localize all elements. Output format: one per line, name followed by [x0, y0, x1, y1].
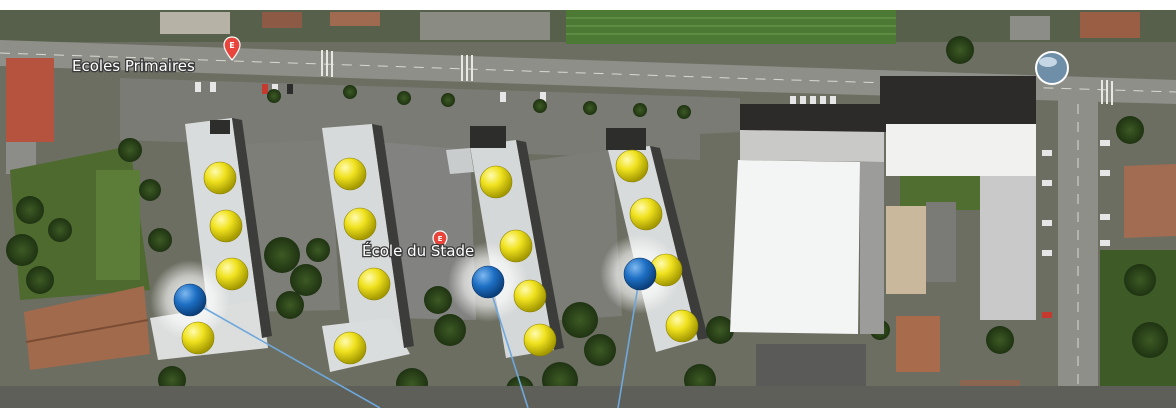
crosswalk	[321, 50, 1113, 105]
yellow-marker[interactable]	[343, 207, 377, 241]
map-pin-icon	[432, 230, 448, 251]
connector-lines	[189, 273, 641, 408]
roof-chimney	[606, 128, 646, 150]
pin-glyph: E	[229, 41, 234, 50]
connector-line	[617, 273, 641, 408]
right-building-roof	[980, 176, 1036, 320]
field-stripes	[566, 17, 896, 35]
blue-marker[interactable]	[471, 265, 505, 299]
map-pin-icon	[223, 36, 241, 61]
yellow-marker[interactable]	[615, 149, 649, 183]
house-roof	[24, 286, 150, 370]
north-house	[262, 12, 302, 28]
north-house	[1010, 16, 1050, 40]
street-view-globe-shine	[1039, 57, 1057, 67]
top-border	[0, 0, 1176, 10]
right-building-annex	[926, 202, 956, 282]
school-wing-3-annex	[446, 148, 474, 174]
yellow-marker[interactable]	[215, 257, 249, 291]
yellow-marker[interactable]	[203, 161, 237, 195]
yellow-marker[interactable]	[333, 331, 367, 365]
lawn	[96, 170, 140, 280]
roof-chimney	[470, 126, 506, 148]
roof-shadow	[650, 146, 708, 340]
small-house	[896, 316, 940, 372]
yellow-marker[interactable]	[513, 279, 547, 313]
gymnasium-roof[interactable]	[730, 160, 860, 334]
north-house	[330, 12, 380, 26]
blue-marker[interactable]	[173, 283, 207, 317]
yellow-marker[interactable]	[357, 267, 391, 301]
roof-shadow	[232, 118, 272, 338]
roof-shadow	[516, 140, 564, 350]
house-ridge	[25, 319, 149, 343]
east-house	[1124, 164, 1176, 238]
yellow-marker[interactable]	[523, 323, 557, 357]
yellow-markers	[181, 149, 699, 365]
gym-side	[740, 130, 884, 162]
blue-markers	[173, 257, 657, 317]
gym-roof-dark	[880, 76, 1036, 126]
blue-marker[interactable]	[623, 257, 657, 291]
sand-area	[886, 206, 926, 294]
right-building-roof	[886, 124, 1036, 176]
roof-chimney	[210, 120, 230, 134]
yellow-marker[interactable]	[181, 321, 215, 355]
parked-cars	[195, 82, 1110, 318]
pin-ecoles-primaires[interactable]: E	[223, 36, 241, 61]
label-ecoles-primaires: Ecoles Primaires	[72, 57, 195, 75]
yellow-marker[interactable]	[499, 229, 533, 263]
left-building-roof	[6, 58, 54, 142]
yellow-marker[interactable]	[209, 209, 243, 243]
pin-glyph: E	[438, 235, 443, 243]
yellow-marker[interactable]	[629, 197, 663, 231]
yellow-marker[interactable]	[665, 309, 699, 343]
north-house	[160, 12, 230, 34]
connector-line	[487, 281, 529, 408]
gym-side-wall	[860, 162, 884, 334]
yellow-marker[interactable]	[333, 157, 367, 191]
north-parking	[420, 12, 550, 40]
pin-ecole-du-stade[interactable]: E	[432, 230, 448, 251]
north-house	[1080, 12, 1140, 38]
street-view-globe[interactable]	[1035, 51, 1069, 85]
gym-roof-dark	[740, 104, 888, 132]
south-strip	[0, 386, 1176, 408]
road-center-line	[0, 52, 1176, 93]
connector-line	[189, 299, 381, 408]
yellow-marker[interactable]	[479, 165, 513, 199]
label-ecole-du-stade: École du Stade	[362, 241, 474, 260]
roof-shadow	[372, 124, 414, 348]
